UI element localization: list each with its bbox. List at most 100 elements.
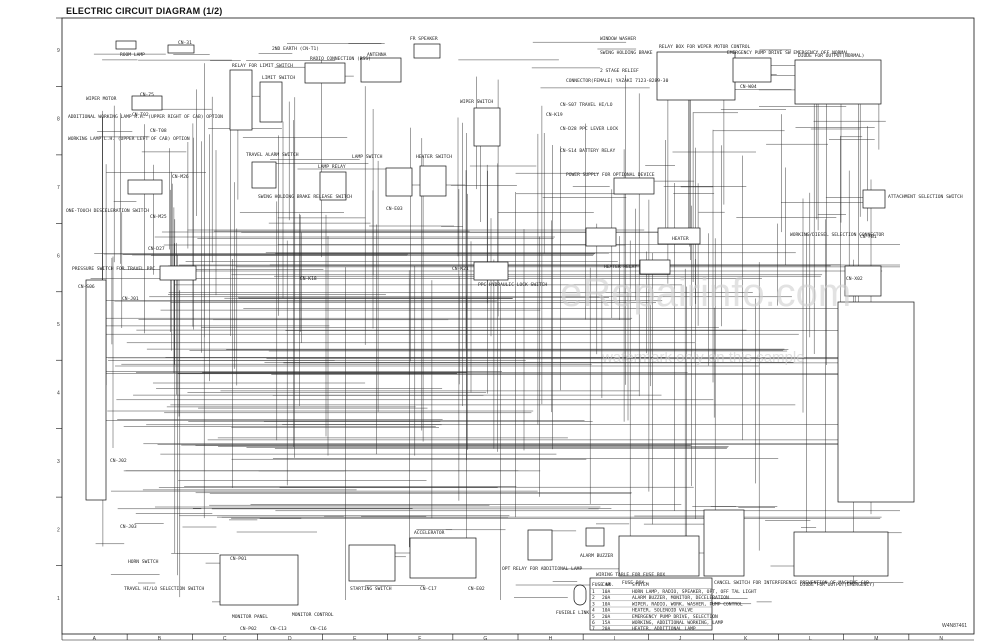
speaker-box [413,43,441,59]
emergency-switch-box [732,57,772,83]
column-label: K [744,636,748,642]
fuse-table-cell: 10A [602,601,611,607]
fuse-table-cell: 10A [602,608,611,614]
connector-label: CN-E02 [468,586,485,592]
connector-label: CN-M25 [150,214,167,220]
label-heater: HEATER [672,236,689,242]
column-label: H [549,636,553,642]
connector-label: CN-C16 [310,626,327,632]
fuse-table-cell: WIPER, RADIO, WORK, WASHER, PUMP CONTROL [632,601,743,607]
label-working-sel: WORKING/DIESEL SELECTION CONNECTOR [790,232,884,238]
fuse-table-header: CAP [602,582,611,588]
fuse-table-cell: 10A [602,589,611,595]
label-connector: CONNECTOR(FEMALE) YAZAKI 7123-8289-30 [566,78,669,84]
row-label: 2 [57,527,60,533]
column-label: G [483,636,487,642]
label-travel-hilo-sel: TRAVEL HI/LO SELECTION SWITCH [124,586,204,592]
fuse-table-cell: 20A [602,595,611,601]
fuse-box [618,535,700,577]
fuse-table-cell: 3 [592,601,595,607]
column-label: B [158,636,162,642]
connector-label: CN-X02 [846,276,863,282]
label-room-lamp: ROOM LAMP [120,52,145,58]
travel-alarm-box [251,161,277,189]
row-label: 8 [57,117,60,123]
fuse-table-cell: 5 [592,614,595,620]
fuse-table-cell: ALARM BUZZER, MONITOR, DECELERATION [632,595,729,601]
label-one-touch: ONE-TOUCH DESCELERATION SWITCH [66,208,149,214]
diode-output-box [794,59,882,105]
radio-connection-box [304,62,346,84]
ppc-lock-box [473,261,509,281]
label-fuse-box: FUSE BOX [622,580,644,586]
fuse-table-cell: WORKING, ADDITIONAL WORKING, LAMP [632,620,724,626]
connector-label: CN-D27 [148,246,165,252]
accelerator-box [409,537,477,579]
room-lamp-connector [167,44,195,54]
fuse-table-cell: 1 [592,589,595,595]
label-monitor-panel: MONITOR PANEL [232,614,268,620]
connector-label: CN-J02 [110,458,127,464]
wiper-motor-box [131,95,163,111]
column-label: F [418,636,421,642]
row-label: 7 [57,185,60,191]
label-pressure-switch: PRESSURE SWITCH FOR TRAVEL PPC [72,266,155,272]
label-ppc-lever: CN-D28 PPC LEVER LOCK [560,126,618,132]
connector-labels: CN-31CN-75CN-T02CN-T08CN-M26CN-M25CN-D27… [78,40,877,632]
wiper-switch-box [473,107,501,147]
label-fusible-link: FUSIBLE LINK [556,610,589,616]
components [85,40,915,631]
label-radio: RADIO CONNECTION (RSS) [310,56,371,62]
label-horn-switch: HORN SWITCH [128,559,159,565]
label-lamp-switch: LAMP SWITCH [352,154,383,160]
row-label: 5 [57,322,60,328]
column-label: I [614,636,615,642]
label-power-supply: POWER SUPPLY FOR OPTIONAL DEVICE [566,172,655,178]
fuse-table-cell: 2 [592,595,595,601]
label-ppc-hydraulic: PPC HYDRAULIC LOCK SWITCH [478,282,547,288]
fuse-table-cell: HEATER, SOLENOID VALVE [632,608,693,614]
label-alarm-buzzer: ALARM BUZZER [580,553,613,559]
monitor-panel-box [219,554,299,606]
label-limit-switch: LIMIT SWITCH [262,75,295,81]
lamp-switch-box [385,167,413,197]
label-relay-box: RELAY BOX FOR WIPER MOTOR CONTROL [659,44,751,50]
label-battery-relay: CN-S14 BATTERY RELAY [560,148,616,154]
connector-label: CN-S06 [78,284,95,290]
connector-label: CN-FB1 [860,234,877,240]
power-supply-box [613,177,655,195]
row-label: 6 [57,254,60,260]
column-label: C [223,636,227,642]
fusible-link-symbol [573,584,587,606]
connector-label: CN-W04 [740,84,757,90]
label-swing-holding: SWING HOLDING BRAKE RELEASE SWITCH [258,194,352,200]
relay-box [656,51,736,101]
relay-limit-box [229,69,253,131]
connector-label: CN-P02 [240,626,257,632]
row-label: 1 [57,596,60,602]
fuse-table-cell: 4 [592,608,595,614]
room-lamp-symbol [115,40,137,50]
heater-box [657,227,701,245]
fuse-table-header: SYSTEM [632,582,649,588]
label-wiper-switch: WIPER SWITCH [460,99,493,105]
connector-label: CN-E03 [386,206,403,212]
diode-emergency-box [793,531,889,577]
selection-connector-box [844,265,882,297]
attachment-switch-box [862,189,886,209]
label-heater-switch: HEATER SWITCH [416,154,452,160]
label-attachment-sel: ATTACHMENT SELECTION SWITCH [888,194,963,200]
left-connector-block [85,279,107,501]
column-label: L [809,636,812,642]
label-accelerator: ACCELERATOR [414,530,445,536]
column-label: N [939,636,943,642]
label-earth: 2ND EARTH (CN-T1) [272,46,319,52]
heater-switch-box [419,165,447,197]
page-title: ELECTRIC CIRCUIT DIAGRAM (1/2) [66,6,223,16]
row-label: 3 [57,459,60,465]
connector-label: CN-K21 [452,266,469,272]
label-diode-emergency: DIODE FOR OUTPUT(EMERGENCY) [800,582,875,588]
connector-label: CN-P01 [230,556,247,562]
